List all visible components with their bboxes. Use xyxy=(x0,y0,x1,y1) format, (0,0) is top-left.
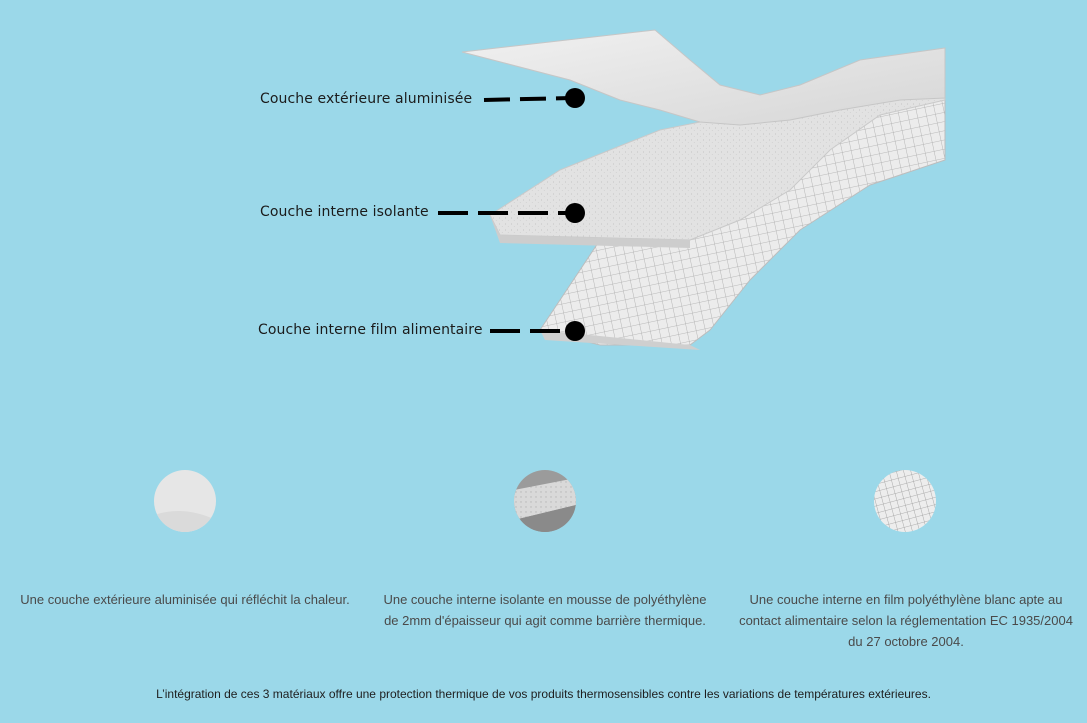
aluminized-layer-swatch-icon xyxy=(154,470,216,532)
callout-outer xyxy=(483,88,585,108)
feature-text-film: Une couche interne en film polyéthylène … xyxy=(739,592,1073,649)
marker-dot xyxy=(565,321,585,341)
foam-layer-swatch-icon xyxy=(514,470,576,532)
feature-text-foam: Une couche interne isolante en mousse de… xyxy=(383,592,707,628)
layer-diagram xyxy=(438,29,946,350)
label-inner-layer: Couche interne film alimentaire xyxy=(258,322,483,338)
callout-middle xyxy=(438,203,585,223)
feature-text-aluminized: Une couche extérieure aluminisée qui réf… xyxy=(20,592,350,607)
aluminized-layer xyxy=(461,29,946,126)
footer-summary: L’intégration de ces 3 matériaux offre u… xyxy=(156,687,931,701)
marker-dot xyxy=(565,88,585,108)
callout-inner xyxy=(490,321,585,341)
label-middle-layer: Couche interne isolante xyxy=(260,204,429,220)
film-layer-swatch-icon xyxy=(874,470,936,532)
label-outer-layer: Couche extérieure aluminisée xyxy=(260,91,473,107)
marker-dot xyxy=(565,203,585,223)
